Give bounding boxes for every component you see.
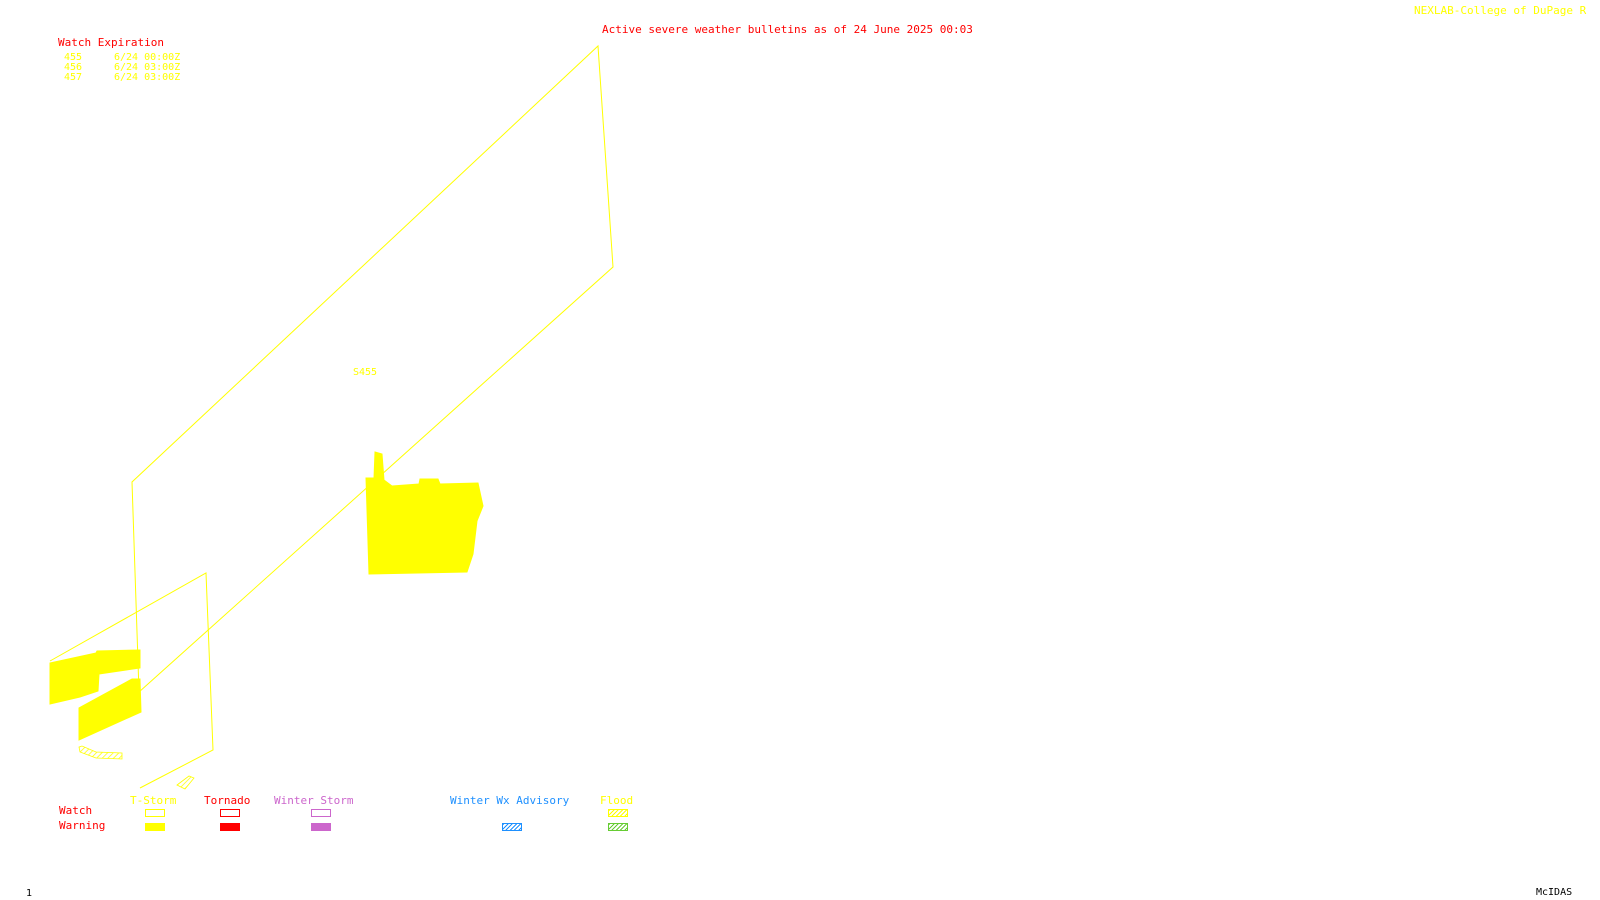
legend-flood-watch-swatch [608, 809, 628, 817]
legend-watch-row-label: Watch [59, 804, 93, 817]
legend-flood-label: Flood [600, 794, 634, 807]
watch-id: 456 [64, 62, 83, 73]
legend-tornado-watch-swatch [220, 809, 240, 817]
legend-tstorm-label: T-Storm [130, 794, 177, 807]
watch-expiration-row: 457 6/24 03:00Z [64, 73, 180, 83]
legend-winter-storm-watch-swatch [311, 809, 331, 817]
watch-expiration-row: 455 6/24 00:00Z [64, 53, 180, 63]
watch-id: 455 [64, 52, 83, 63]
watch-outline-lower[interactable] [49, 572, 214, 789]
watch-expiry-time: 6/24 00:00Z [114, 52, 181, 63]
flood-watch-area-1[interactable] [78, 745, 123, 760]
legend-tornado-warning-swatch [220, 823, 240, 831]
bulletin-title: Active severe weather bulletins as of 24… [602, 23, 973, 36]
legend-winter-wx-advisory-swatch [502, 823, 522, 831]
legend-flood-warning-swatch [608, 823, 628, 831]
watch-expiry-time: 6/24 03:00Z [114, 72, 181, 83]
flood-watch-area-2[interactable] [176, 775, 195, 790]
legend-winter-wx-advisory-label: Winter Wx Advisory [450, 794, 570, 807]
watch-expiration-title: Watch Expiration [58, 36, 164, 49]
source-credit: NEXLAB-College of DuPage R [1414, 4, 1587, 17]
legend-tstorm-warning-swatch [145, 823, 165, 831]
legend-tstorm-watch-swatch [145, 809, 165, 817]
software-label: McIDAS [1536, 887, 1573, 898]
tstorm-warning-polygon-west-1[interactable] [49, 649, 141, 705]
tstorm-warning-polygon-west-2[interactable] [78, 678, 142, 741]
watch-expiration-list: 455 6/24 00:00Z 456 6/24 03:00Z 457 6/24 03… [64, 53, 180, 83]
legend-tornado-label: Tornado [204, 794, 251, 807]
watch-expiration-row: 456 6/24 03:00Z [64, 63, 180, 73]
watch-id: 457 [64, 72, 83, 83]
watch-455-label: S455 [353, 367, 378, 378]
watch-expiry-time: 6/24 03:00Z [114, 62, 181, 73]
legend-warning-row-label: Warning [59, 819, 106, 832]
legend-winter-storm-warning-swatch [311, 823, 331, 831]
frame-number: 1 [26, 888, 33, 899]
legend-winter-storm-label: Winter Storm [274, 794, 354, 807]
tstorm-warning-polygon-large[interactable] [365, 451, 484, 575]
